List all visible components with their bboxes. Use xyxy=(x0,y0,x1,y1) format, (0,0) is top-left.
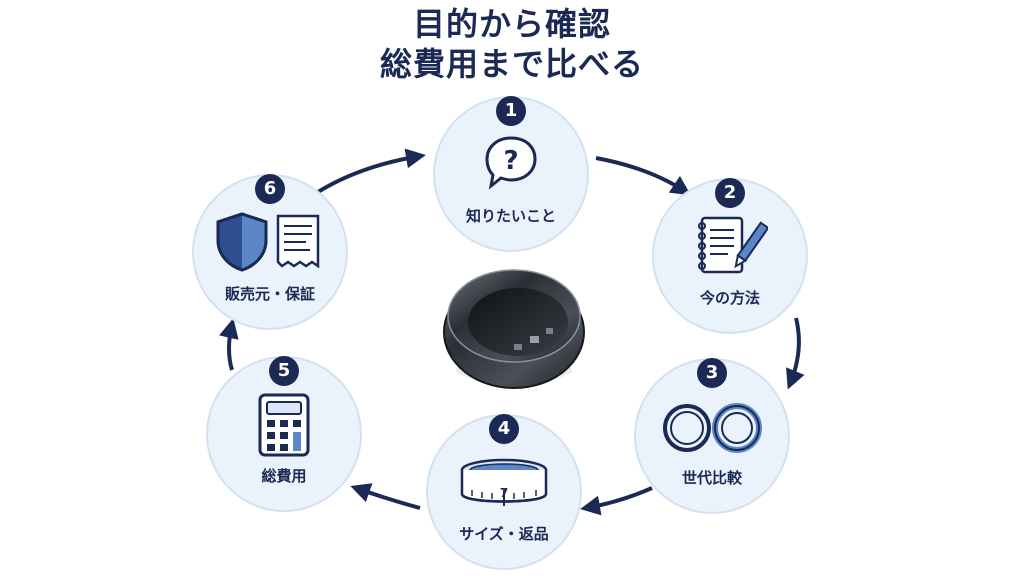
step-5-circle: 5 総費用 xyxy=(206,356,362,512)
ring-sizer-icon xyxy=(456,454,552,520)
step-number: 4 xyxy=(489,414,519,444)
step-2-circle: 2 今の方法 xyxy=(652,178,808,334)
title-line-2: 総費用まで比べる xyxy=(379,45,644,83)
step-6-circle: 6 販売元・保証 xyxy=(192,174,348,330)
step-label: 販売元・保証 xyxy=(224,285,315,303)
arrow-6-to-1 xyxy=(316,148,426,194)
sizer-mark: 7 xyxy=(499,486,509,500)
step-number: 2 xyxy=(715,178,745,208)
step-label: 世代比較 xyxy=(681,469,742,487)
arrow-5-to-6 xyxy=(219,318,239,371)
arrow-1-to-2 xyxy=(595,156,691,196)
shield-receipt-icon xyxy=(214,210,326,278)
calculator-icon xyxy=(257,392,311,462)
svg-text:?: ? xyxy=(503,146,518,176)
step-number: 5 xyxy=(269,356,299,386)
arrow-2-to-3 xyxy=(786,317,805,390)
two-rings-icon xyxy=(657,400,767,460)
step-4-circle: 4 7 サイズ・返品 xyxy=(426,414,582,570)
title-line-1: 目的から確認 xyxy=(412,5,611,43)
arrow-4-to-5 xyxy=(350,483,421,510)
step-number: 6 xyxy=(255,174,285,204)
question-bubble-icon: ? xyxy=(481,132,541,196)
step-label: 総費用 xyxy=(261,467,307,485)
step-label: 知りたいこと xyxy=(465,207,556,225)
arrow-3-to-4 xyxy=(580,486,653,516)
step-1-circle: 1 ? 知りたいこと xyxy=(433,96,589,252)
step-3-circle: 3 世代比較 xyxy=(634,358,790,514)
smart-ring-image xyxy=(443,269,585,389)
step-number: 1 xyxy=(496,96,526,126)
step-label: サイズ・返品 xyxy=(459,525,549,543)
step-number: 3 xyxy=(697,358,727,388)
step-label: 今の方法 xyxy=(699,289,760,307)
notebook-pencil-icon xyxy=(692,214,770,282)
